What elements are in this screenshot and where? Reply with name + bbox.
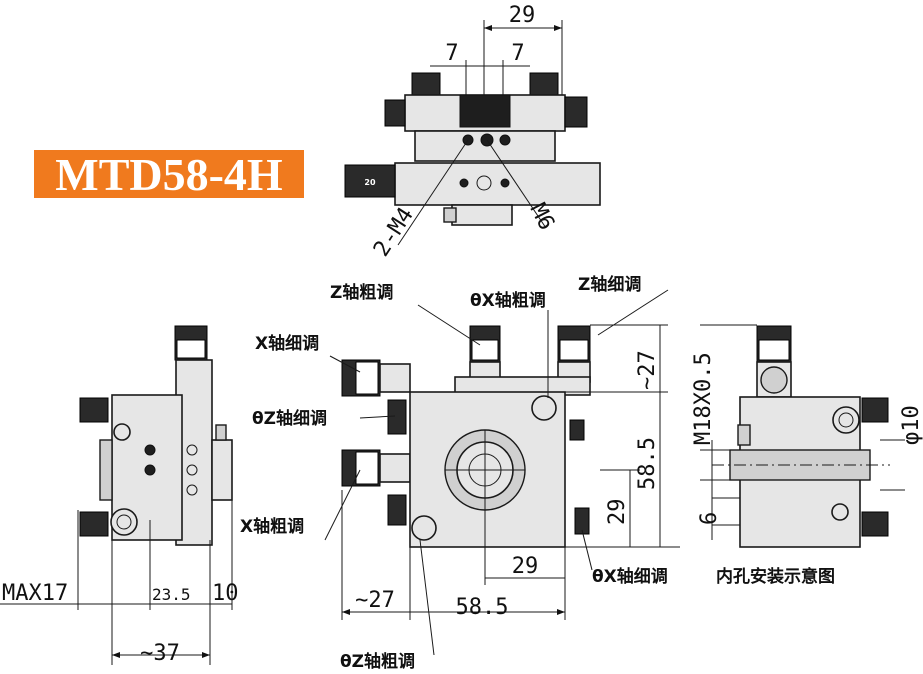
label-x-coarse: X轴粗调 xyxy=(240,516,304,537)
dim-23-5: 23.5 xyxy=(152,585,191,604)
title-text: MTD58-4H xyxy=(55,149,283,200)
callout-2-m4: 2-M4 xyxy=(369,203,419,261)
title-badge-bg xyxy=(34,150,304,198)
title-badge: MTD58-4H xyxy=(34,149,304,200)
dim-front-27-right: ~27 xyxy=(635,350,660,390)
top-knob-right xyxy=(529,72,559,96)
side-knob-lower xyxy=(79,511,109,537)
dim-m18x0-5: M18X0.5 xyxy=(691,352,716,445)
dim-10: 10 xyxy=(212,581,239,606)
inner-hole-caption: 内孔安装示意图 xyxy=(716,566,835,587)
svg-text:20: 20 xyxy=(364,178,376,187)
top-view: 29 7 7 20 2-M4 M6 xyxy=(344,3,601,261)
label-theta-z-fine: θZ轴细调 xyxy=(252,408,327,429)
front-view: Z轴粗调 X轴细调 θZ轴细调 X轴粗调 θX轴粗调 Z轴细调 θX轴细调 θZ… xyxy=(240,274,680,672)
dim-front-27-bottom: ~27 xyxy=(355,588,395,613)
top-side-knob-right xyxy=(564,96,588,128)
label-x-fine: X轴细调 xyxy=(255,333,319,354)
dim-front-58-5-right: 58.5 xyxy=(635,437,660,490)
side-clamp xyxy=(211,439,233,501)
dim-front-58-5-bottom: 58.5 xyxy=(456,595,509,620)
label-z-coarse: Z轴粗调 xyxy=(330,282,393,303)
dim-front-29-right: 29 xyxy=(605,499,630,526)
front-screw-bottom-left xyxy=(411,515,437,541)
top-micrometer xyxy=(344,164,396,198)
dim-max17: MAX17 xyxy=(2,581,68,606)
top-dim-7-right: 7 xyxy=(511,41,524,66)
label-theta-x-coarse: θX轴粗调 xyxy=(470,290,546,311)
side-knob-upper xyxy=(79,397,109,423)
top-dim-29: 29 xyxy=(509,3,536,28)
dim-front-29-bottom: 29 xyxy=(512,554,539,579)
top-center-block xyxy=(459,94,511,128)
front-screw-top-right xyxy=(531,395,557,421)
dim-37: ~37 xyxy=(140,641,180,666)
label-theta-x-fine: θX轴细调 xyxy=(592,566,668,587)
label-z-fine: Z轴细调 xyxy=(578,274,641,295)
left-side-view: MAX17 23.5 10 ~37 xyxy=(0,325,239,666)
hole-knob-lower xyxy=(861,511,889,537)
top-dim-7-left: 7 xyxy=(445,41,458,66)
dim-6: 6 xyxy=(697,512,722,525)
hole-knob-upper xyxy=(861,397,889,423)
top-side-knob-left xyxy=(384,99,406,127)
top-knob-left xyxy=(411,72,441,96)
top-lower-block xyxy=(451,204,513,226)
label-theta-z-coarse: θZ轴粗调 xyxy=(340,651,415,672)
dim-phi10: φ10 xyxy=(899,405,923,445)
top-base xyxy=(394,162,601,206)
inner-hole-view: M18X0.5 φ10 6 内孔安装示意图 xyxy=(691,324,923,587)
